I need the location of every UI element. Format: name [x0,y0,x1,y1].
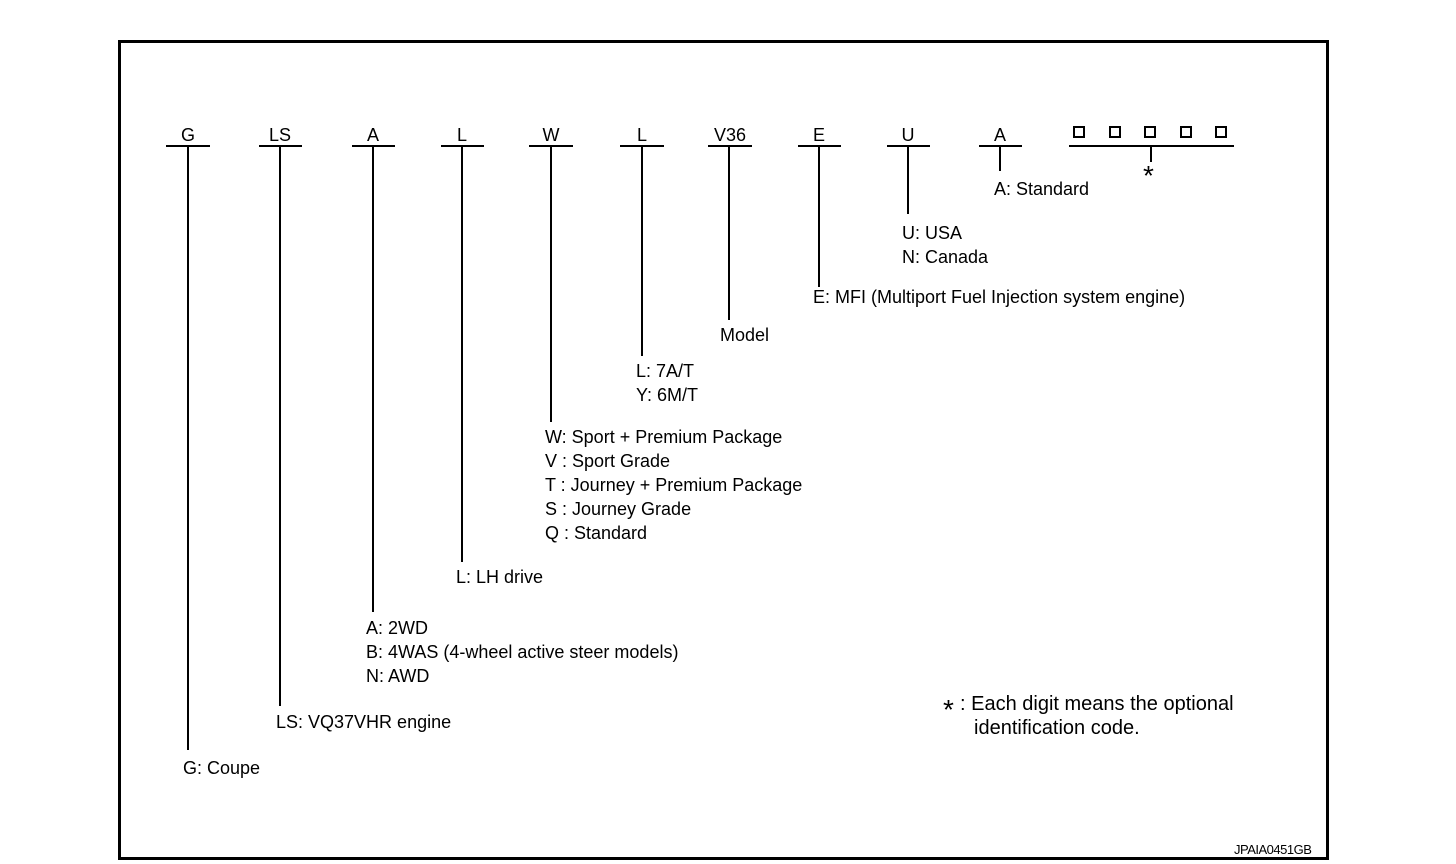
code-letter-w: W [542,125,560,145]
code-letter-a1: A [366,125,379,145]
code-letter-v36: V36 [713,125,747,145]
desc-l1-0: L: LH drive [456,567,544,587]
desc-l2-0: L: 7A/T [636,361,695,381]
diagram-frame [118,40,1329,860]
optional-code-box [1109,126,1121,138]
desc-w-4: Q : Standard [545,523,648,543]
footnote-text: : Each digit means the optional identifi… [960,692,1234,740]
desc-w-0: W: Sport + Premium Package [545,427,783,447]
desc-a1-0: A: 2WD [366,618,429,638]
desc-g-0: G: Coupe [183,758,261,778]
figure-id: JPAIA0451GB [1234,842,1312,857]
desc-w-1: V : Sport Grade [545,451,671,471]
optional-code-box [1180,126,1192,138]
desc-v36-0: Model [720,325,770,345]
code-letter-l2: L [636,125,647,145]
footnote-line-1: identification code. [974,717,1140,739]
desc-a1-2: N: AWD [366,666,430,686]
optional-code-box [1073,126,1085,138]
footnote-asterisk: * [943,694,954,725]
optional-code-box [1215,126,1227,138]
desc-w-2: T : Journey + Premium Package [545,475,803,495]
code-letter-ls: LS [268,125,292,145]
desc-u-1: N: Canada [902,247,989,267]
desc-w-3: S : Journey Grade [545,499,692,519]
code-letter-e: E [812,125,825,145]
desc-l2-1: Y: 6M/T [636,385,699,405]
code-letter-a2: A [993,125,1006,145]
desc-a2-0: A: Standard [994,179,1090,199]
desc-e-0: E: MFI (Multiport Fuel Injection system … [813,287,1186,307]
desc-u-0: U: USA [902,223,963,243]
code-letter-l1: L [456,125,467,145]
desc-ls-0: LS: VQ37VHR engine [276,712,452,732]
code-letter-g: G [180,125,195,145]
optional-code-asterisk: * [1143,160,1154,191]
desc-a1-1: B: 4WAS (4-wheel active steer models) [366,642,679,662]
footnote-line-0: : Each digit means the optional [960,693,1234,715]
code-letter-u: U [901,125,915,145]
optional-code-box [1144,126,1156,138]
